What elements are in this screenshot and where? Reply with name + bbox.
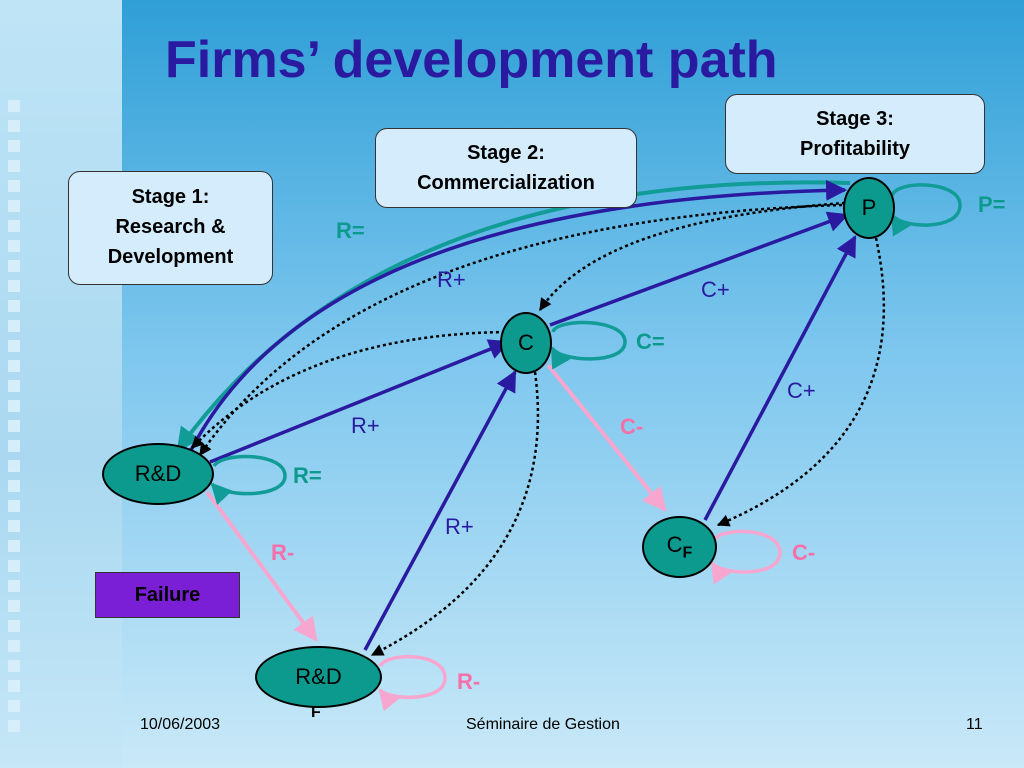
decorative-square: [8, 360, 20, 372]
decorative-square: [8, 400, 20, 412]
decorative-square: [8, 500, 20, 512]
label-r-plus-mid: R+: [351, 413, 380, 438]
label-c-plus-top: C+: [701, 277, 730, 302]
label-c-minus-cf: C-: [792, 540, 816, 565]
loop-c-eq: [550, 320, 627, 370]
decorative-square: [8, 200, 20, 212]
decorative-square: [8, 700, 20, 712]
arrow-r-plus-rd-to-p: [188, 179, 848, 453]
decorative-square: [8, 140, 20, 152]
arrow-dotted-p-to-c: [538, 201, 846, 312]
arrow-dotted-p-to-rd: [198, 203, 843, 457]
loop-c-minus-cf: [710, 529, 782, 585]
stage1-box: Stage 1: Research & Development: [68, 171, 273, 285]
node-rdf-sub: F: [311, 704, 321, 721]
decorative-square: [8, 220, 20, 232]
label-r-plus-low: R+: [445, 514, 474, 539]
arrow-c-minus-c-to-cf: [546, 363, 667, 512]
label-r-eq-rd: R=: [293, 463, 322, 488]
arrow-c-plus-cf-to-p: [703, 235, 857, 521]
footer-center: Séminaire de Gestion: [466, 716, 620, 733]
decorative-square: [8, 660, 20, 672]
label-r-plus-upper: R+: [437, 267, 466, 292]
stage3-line1: Stage 3:: [816, 108, 894, 130]
node-cf: CF: [642, 516, 717, 578]
decorative-square: [8, 300, 20, 312]
decorative-square: [8, 420, 20, 432]
stage3-line2: Profitability: [799, 138, 910, 160]
decorative-square: [8, 260, 20, 272]
decorative-square: [8, 640, 20, 652]
decorative-square: [8, 600, 20, 612]
arrow-dotted-c-to-rdf: [370, 371, 540, 657]
decorative-square: [8, 340, 20, 352]
decorative-square: [8, 440, 20, 452]
node-p-label: P: [861, 195, 877, 220]
arrow-r-minus-rd-to-rdf: [205, 490, 318, 642]
stage2-line1: Stage 2:: [467, 142, 545, 164]
stage1-line1: Stage 1:: [131, 186, 210, 208]
arrow-r-plus-rd-to-c: [209, 339, 510, 464]
decorative-square: [8, 720, 20, 732]
node-c-label: C: [518, 330, 534, 355]
decorative-square: [8, 620, 20, 632]
node-c: C: [500, 312, 552, 374]
decorative-square: [8, 520, 20, 532]
node-rdf-label: R&D: [295, 664, 342, 689]
decorative-square: [8, 540, 20, 552]
label-r-minus-rdf: R-: [457, 669, 481, 694]
arrow-c-plus-c-to-p: [549, 211, 849, 327]
decorative-square: [8, 100, 20, 112]
node-rd: R&D: [102, 443, 214, 505]
footer-date: 10/06/2003: [140, 716, 221, 733]
label-r-minus: R-: [271, 540, 295, 565]
arrow-dotted-p-to-cf: [716, 237, 886, 527]
node-rd-label: R&D: [134, 461, 182, 486]
decorative-square: [8, 180, 20, 192]
decorative-square: [8, 680, 20, 692]
stage2-box: Stage 2: Commercialization: [375, 128, 637, 208]
decorative-square: [8, 240, 20, 252]
decorative-square: [8, 560, 20, 572]
arrow-dotted-c-to-rd: [191, 330, 506, 449]
arrow-r-plus-rdf-to-c: [363, 370, 517, 651]
stage1-line3: Development: [107, 246, 234, 268]
loop-p-eq: [890, 183, 962, 237]
node-rdf: R&D: [255, 646, 382, 708]
node-cf-sub: F: [682, 544, 693, 562]
stage2-line2: Commercialization: [417, 172, 595, 194]
stage3-box: Stage 3: Profitability: [725, 94, 985, 174]
decorative-square: [8, 320, 20, 332]
label-c-minus: C-: [620, 414, 644, 439]
left-decorative-strip: [0, 0, 122, 768]
decorative-square: [8, 460, 20, 472]
failure-box: Failure: [95, 572, 240, 618]
decorative-square: [8, 120, 20, 132]
stage1-line2: Research &: [115, 216, 226, 238]
label-p-eq: P=: [978, 192, 1006, 217]
decorative-square: [8, 580, 20, 592]
label-r-eq-top: R=: [336, 218, 365, 243]
failure-label: Failure: [134, 583, 201, 606]
label-c-eq: C=: [636, 329, 665, 354]
node-cf-main: C: [666, 531, 683, 557]
slide-title: Firms’ development path: [165, 31, 778, 89]
decorative-square: [8, 480, 20, 492]
loop-r-minus-rdf: [378, 654, 447, 712]
decorative-square: [8, 160, 20, 172]
decorative-square: [8, 280, 20, 292]
label-c-plus-right: C+: [787, 378, 816, 403]
footer-page-number: 11: [966, 716, 983, 733]
decorative-square: [8, 380, 20, 392]
node-p: P: [843, 177, 895, 239]
node-cf-label: CF: [667, 532, 693, 562]
loop-r-eq-rd: [210, 454, 287, 505]
